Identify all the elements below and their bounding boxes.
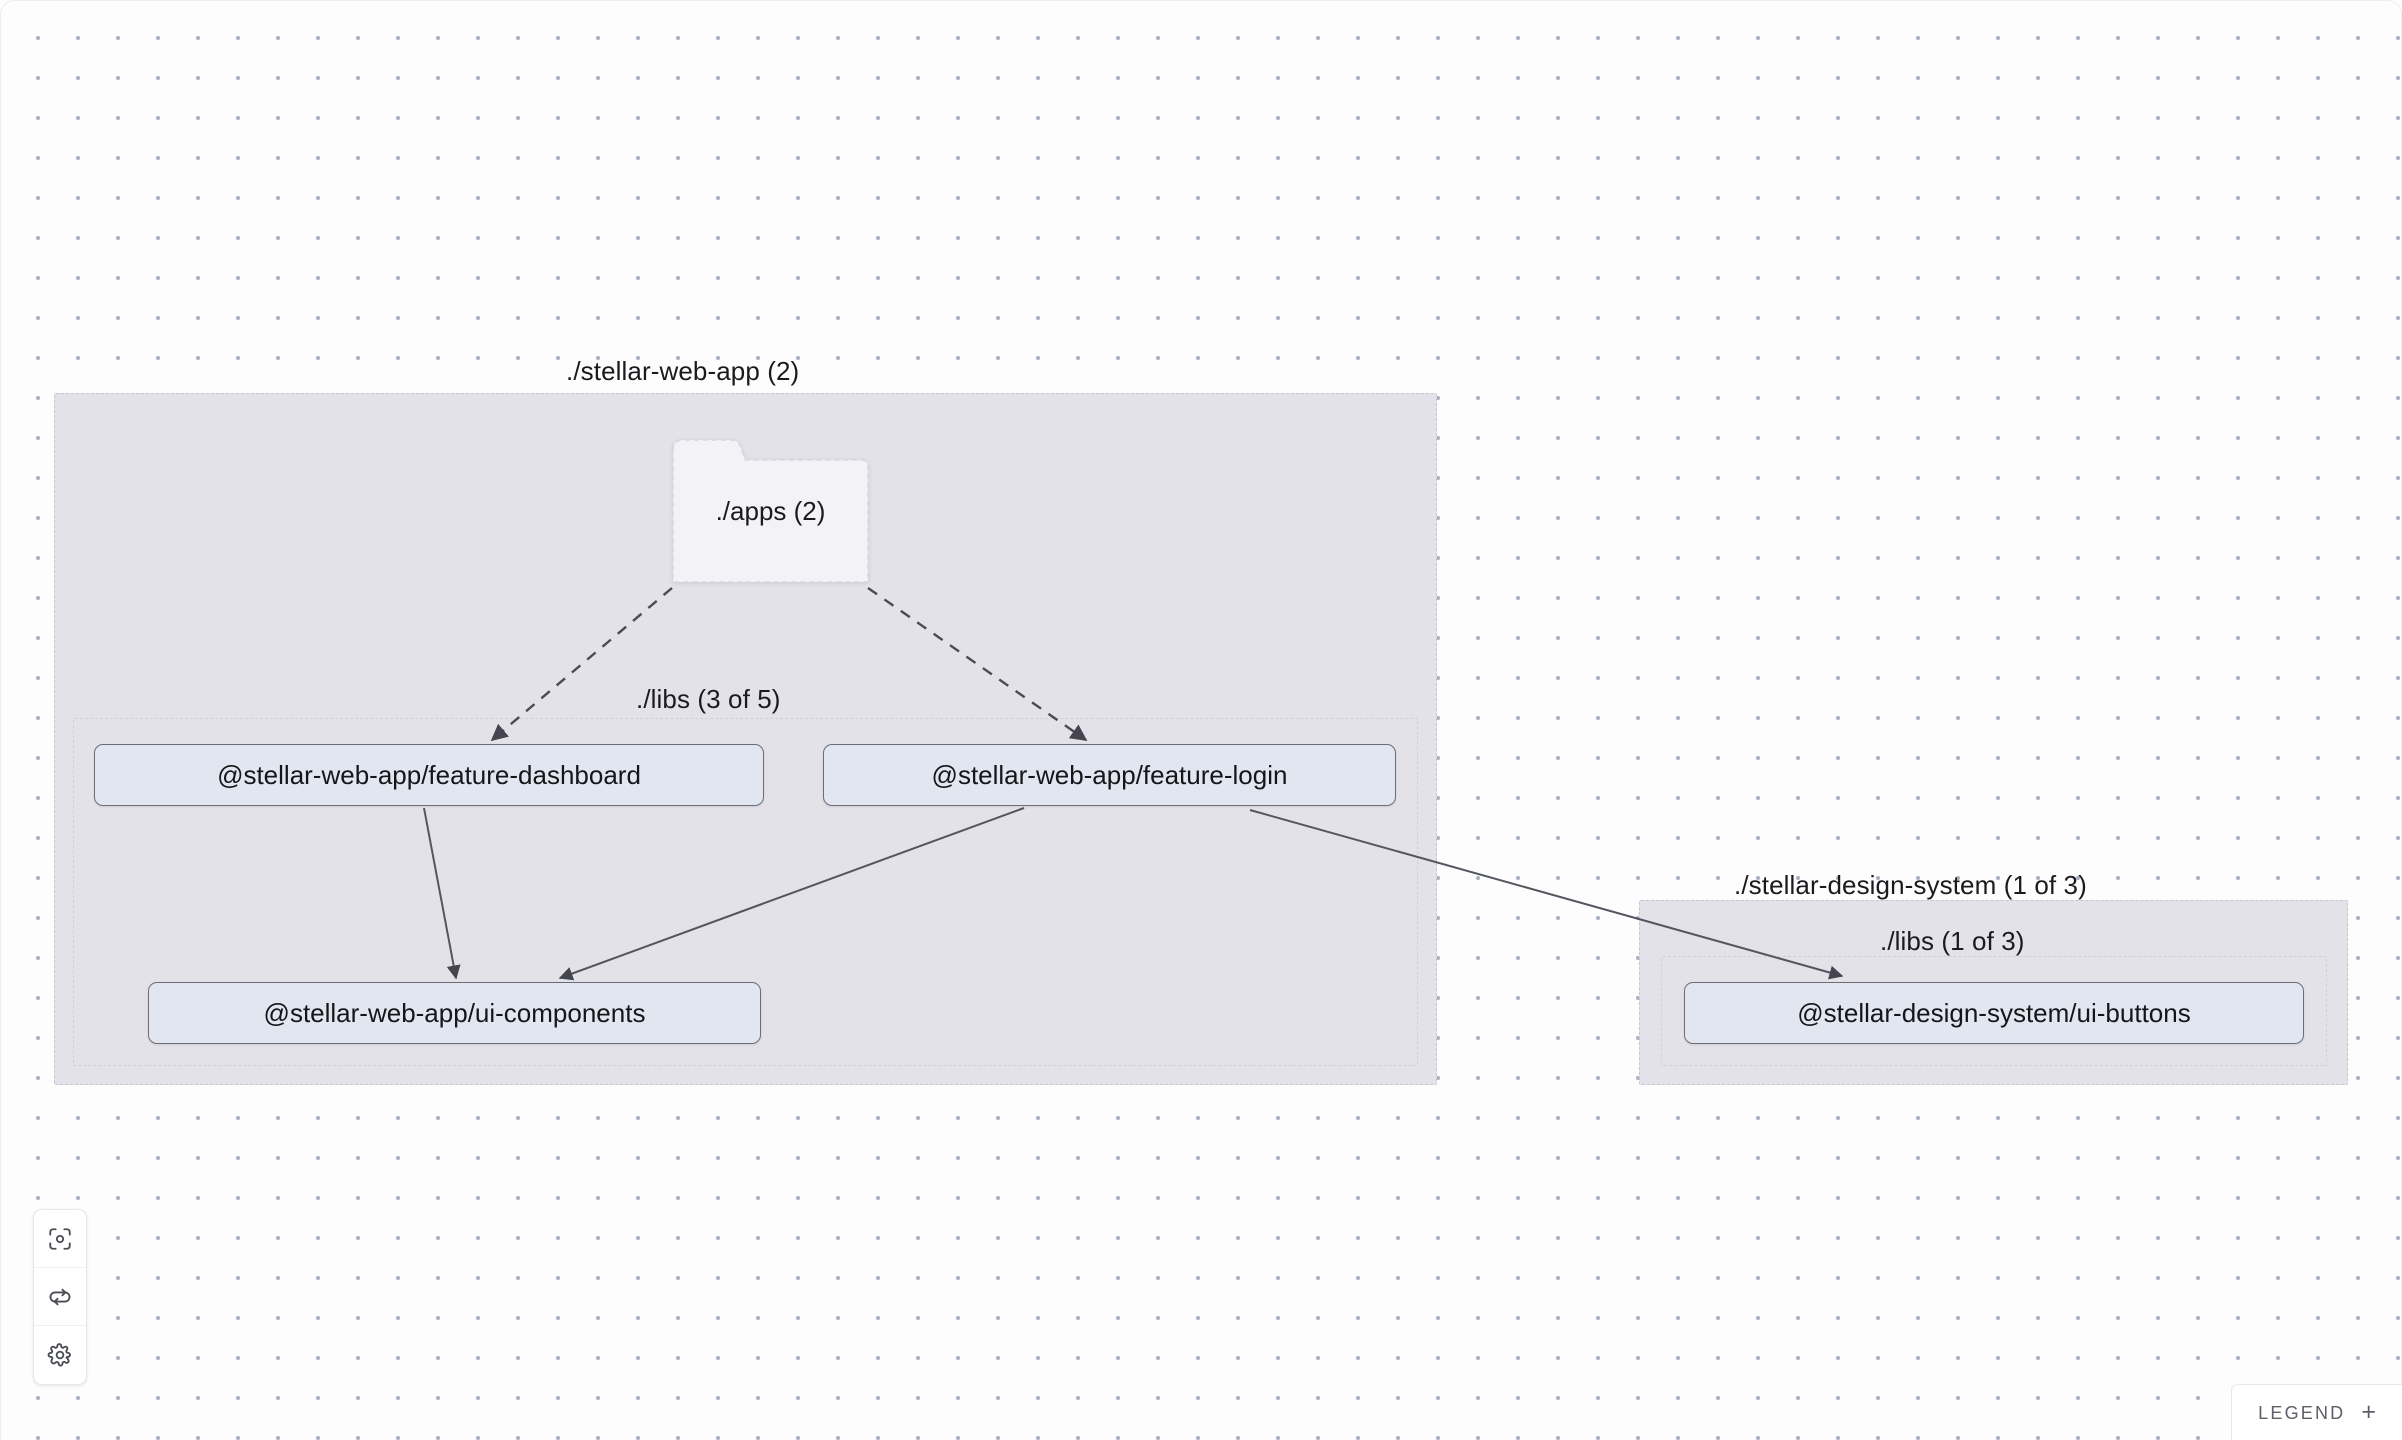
node-ui-components[interactable]: @stellar-web-app/ui-components <box>148 982 761 1044</box>
folder-apps[interactable]: ./apps (2) <box>669 436 872 586</box>
node-label-ui-components: @stellar-web-app/ui-components <box>263 998 646 1028</box>
plus-icon: + <box>2361 1398 2376 1426</box>
legend-toggle-button[interactable]: LEGEND + <box>2231 1384 2402 1440</box>
focus-graph-button[interactable] <box>34 1210 86 1268</box>
folder-label-apps: ./apps (2) <box>715 496 826 526</box>
inner-group-design-system-libs[interactable] <box>1661 956 2327 1066</box>
gear-icon <box>47 1343 71 1367</box>
inner-group-label-design-system-libs: ./libs (1 of 3) <box>1880 926 2025 956</box>
graph-controls-toolbar <box>33 1209 87 1385</box>
node-label-feature-login: @stellar-web-app/feature-login <box>931 760 1288 790</box>
refresh-graph-button[interactable] <box>34 1268 86 1326</box>
inner-group-label-web-app-libs: ./libs (3 of 5) <box>636 684 781 714</box>
node-label-feature-dashboard: @stellar-web-app/feature-dashboard <box>217 760 641 790</box>
node-feature-login[interactable]: @stellar-web-app/feature-login <box>823 744 1396 806</box>
folder-icon <box>672 439 869 583</box>
node-ui-buttons[interactable]: @stellar-design-system/ui-buttons <box>1684 982 2304 1044</box>
group-label-stellar-web-app: ./stellar-web-app (2) <box>566 356 800 386</box>
node-label-ui-buttons: @stellar-design-system/ui-buttons <box>1797 998 2191 1028</box>
node-feature-dashboard[interactable]: @stellar-web-app/feature-dashboard <box>94 744 764 806</box>
legend-label: LEGEND <box>2258 1402 2346 1423</box>
group-label-stellar-design-system: ./stellar-design-system (1 of 3) <box>1734 870 2087 900</box>
refresh-icon <box>49 1288 71 1305</box>
focus-target-icon <box>49 1227 71 1250</box>
graph-settings-button[interactable] <box>34 1326 86 1384</box>
